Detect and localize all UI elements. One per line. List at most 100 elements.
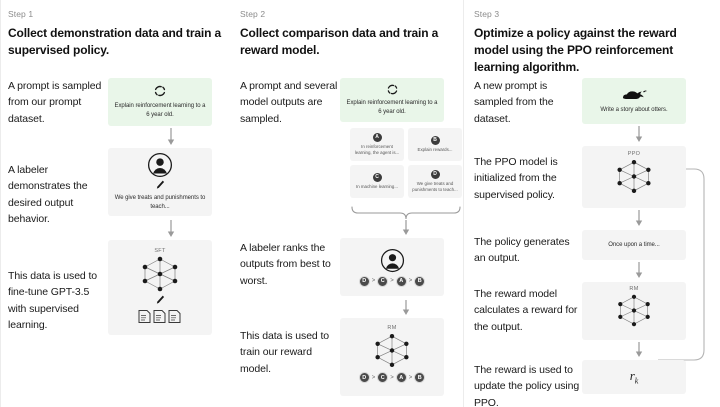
rm-separator-1: > <box>371 374 376 381</box>
rank-chip-4: B <box>414 275 426 287</box>
reward-symbol: rk <box>630 368 639 386</box>
step-3-arrow-2 <box>634 210 644 227</box>
step-2-arrow-1 <box>401 220 411 236</box>
step-2-label: Step 2 <box>240 9 266 19</box>
step-2-rm-box[interactable]: RM <box>340 318 444 396</box>
output-badge-a: A <box>372 132 382 142</box>
step-3-visual-2: PPO <box>582 146 686 208</box>
step-1-prompt-box[interactable]: Explain reinforcement learning to a 6 ye… <box>108 78 212 126</box>
step-3-output-text: Once upon a time... <box>608 241 660 248</box>
step-3-ppo-tag: PPO <box>627 151 641 157</box>
step-1-labeler-box[interactable]: We give treats and punishments to teach.… <box>108 148 212 216</box>
step-3-title: Optimize a policy against the reward mod… <box>474 26 677 75</box>
column-divider-2 <box>463 0 464 407</box>
step-1-row-3: This data is used to fine-tune GPT-3.5 w… <box>0 240 212 335</box>
output-text-d: We give treats and punishments to teach.… <box>412 180 458 192</box>
step-2-prompt-box[interactable]: Explain reinforcement learning to a 6 ye… <box>340 78 444 122</box>
rm-chip-3: A <box>395 372 407 383</box>
step-1-caption-2: A labeler demonstrates the desired outpu… <box>8 164 88 225</box>
step-2-arrow-2 <box>401 300 411 316</box>
step-3-prompt-box[interactable]: Write a story about otters. <box>582 78 686 124</box>
step-1-visual-2: We give treats and punishments to teach.… <box>108 148 212 216</box>
column-divider-1 <box>0 0 1 407</box>
output-text-a: In reinforcement learning, the agent is.… <box>354 143 400 155</box>
step-1-title: Collect demonstration data and train a s… <box>8 26 222 58</box>
rank-chip-3: A <box>395 275 407 287</box>
pencil-icon <box>155 295 165 306</box>
step-3-row-1: A new prompt is sampled from the dataset… <box>464 78 686 127</box>
step-2-row-1: A prompt and several model outputs are s… <box>232 78 444 127</box>
output-card-c[interactable]: C In machine learning... <box>350 165 404 198</box>
rank-separator-3: > <box>408 278 413 284</box>
output-card-d[interactable]: D We give treats and punishments to teac… <box>408 165 462 198</box>
step-2-column: Step 2 Collect comparison data and train… <box>232 0 464 407</box>
step-3-caption-3: The policy generates an output. <box>474 236 570 265</box>
step-2-caption-1: A prompt and several model outputs are s… <box>240 80 338 125</box>
curly-brace-icon <box>350 206 462 220</box>
neural-network-icon <box>612 158 656 195</box>
rm-separator-2: > <box>390 374 394 381</box>
neural-network-icon <box>137 255 183 293</box>
rank-chip-1: D <box>358 275 370 287</box>
step-1-labeler-text: We give treats and punishments to teach.… <box>114 195 206 210</box>
step-2-caption-2: A labeler ranks the outputs from best to… <box>240 242 331 287</box>
pencil-icon <box>155 180 165 191</box>
step-3-arrow-1 <box>634 126 644 143</box>
step-3-visual-4: RM <box>582 282 686 340</box>
output-card-b[interactable]: B Explain rewards... <box>408 128 462 161</box>
step-3-rm-box[interactable]: RM <box>582 282 686 340</box>
step-1-visual-1: Explain reinforcement learning to a 6 ye… <box>108 78 212 126</box>
output-badge-d: D <box>430 169 440 179</box>
step-1-visual-3: SFT <box>108 240 212 335</box>
step-1-arrow-2 <box>166 220 176 238</box>
step-2-outputs: A In reinforcement learning, the agent i… <box>350 128 462 198</box>
step-1-caption-3: This data is used to fine-tune GPT-3.5 w… <box>8 270 98 331</box>
reward-letter: r <box>629 368 635 384</box>
step-3-column: Step 3 Optimize a policy against the rew… <box>464 0 720 407</box>
reward-subscript: k <box>634 376 639 386</box>
output-badge-c: C <box>372 172 382 182</box>
step-2-prompt-text: Explain reinforcement learning to a 6 ye… <box>346 100 438 115</box>
step-2-ranking-box[interactable]: D > C > A > B <box>340 238 444 296</box>
step-3-visual-1: Write a story about otters. <box>582 78 686 124</box>
step-2-ranking-chips: D > C > A > B <box>358 275 426 287</box>
step-2-visual-3: RM <box>340 318 444 396</box>
refresh-cycle-icon <box>386 83 399 96</box>
step-1-sft-tag: SFT <box>154 248 166 254</box>
step-3-rm-tag: RM <box>629 286 639 292</box>
step-2-output-cards: A In reinforcement learning, the agent i… <box>350 128 462 198</box>
step-3-visual-3: Once upon a time... <box>582 230 686 260</box>
step-2-rm-tag: RM <box>387 325 397 331</box>
step-3-arrow-4 <box>634 342 644 358</box>
step-3-ppo-box[interactable]: PPO <box>582 146 686 208</box>
step-2-visual-2: D > C > A > B <box>340 238 444 296</box>
step-2-caption-3: This data is used to train our reward mo… <box>240 330 330 375</box>
labeler-person-icon <box>380 248 405 273</box>
step-1-caption-1: A prompt is sampled from our prompt data… <box>8 80 102 125</box>
step-3-row-3: The policy generates an output. Once upo… <box>464 230 686 267</box>
step-3-header: Step 3 Optimize a policy against the rew… <box>464 9 720 76</box>
step-1-column: Step 1 Collect demonstration data and tr… <box>0 0 232 407</box>
step-3-arrow-3 <box>634 262 644 279</box>
step-3-caption-4: The reward model calculates a reward for… <box>474 288 578 333</box>
step-3-output-box[interactable]: Once upon a time... <box>582 230 686 260</box>
output-text-c: In machine learning... <box>356 183 398 189</box>
step-2-row-3: This data is used to train our reward mo… <box>232 318 444 396</box>
step-1-row-2: A labeler demonstrates the desired outpu… <box>0 148 212 227</box>
step-3-label: Step 3 <box>474 9 500 19</box>
step-1-arrow-1 <box>166 128 176 146</box>
step-3-reward-box[interactable]: rk <box>582 360 686 394</box>
step-3-caption-1: A new prompt is sampled from the dataset… <box>474 80 554 125</box>
labeler-person-icon <box>147 152 173 178</box>
output-card-a[interactable]: A In reinforcement learning, the agent i… <box>350 128 404 161</box>
step-2-header: Step 2 Collect comparison data and train… <box>232 9 464 59</box>
step-3-row-5: The reward is used to update the policy … <box>464 360 686 407</box>
step-1-sft-box[interactable]: SFT <box>108 240 212 335</box>
step-3-row-4: The reward model calculates a reward for… <box>464 282 686 340</box>
neural-network-icon <box>370 332 414 369</box>
step-1-header: Step 1 Collect demonstration data and tr… <box>0 9 232 59</box>
output-badge-b: B <box>430 135 440 145</box>
step-1-label: Step 1 <box>8 9 34 19</box>
rm-chip-1: D <box>358 372 370 383</box>
neural-network-icon <box>613 293 655 328</box>
